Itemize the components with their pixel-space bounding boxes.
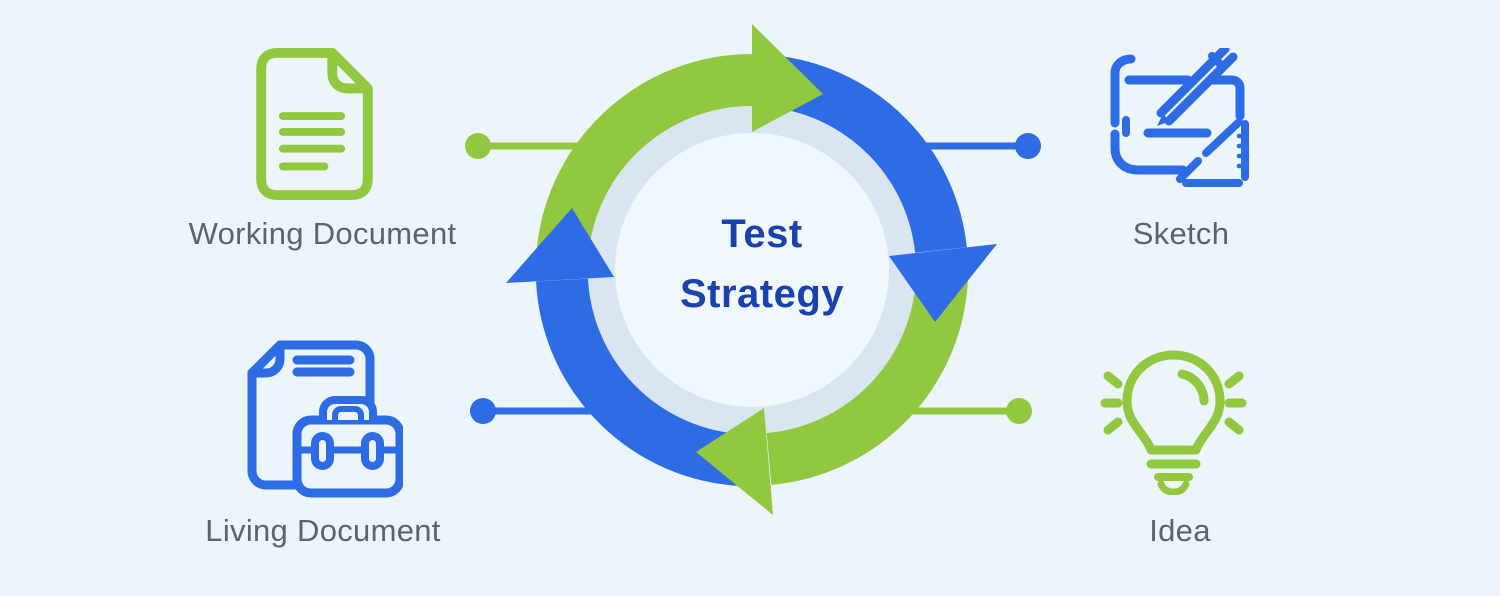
cycle-inner-circle xyxy=(615,133,889,407)
connector-dot-top-left xyxy=(465,133,491,159)
living-document-label: Living Document xyxy=(205,513,441,548)
idea-label: Idea xyxy=(1149,513,1211,548)
sketch-label: Sketch xyxy=(1132,216,1230,251)
center-title: Test Strategy xyxy=(602,204,922,324)
center-title-line-2: Strategy xyxy=(679,272,845,316)
cycle-arrowhead-bottom-green xyxy=(696,408,773,515)
connector-dot-top-right xyxy=(1015,133,1041,159)
cycle-arrowheads xyxy=(506,24,997,515)
center-title-line-1: Test xyxy=(721,212,803,256)
document-briefcase-icon xyxy=(247,340,403,498)
cycle-arrowhead-top-green xyxy=(752,24,823,132)
working-document-label: Working Document xyxy=(188,216,457,251)
lightbulb-icon xyxy=(1100,350,1247,495)
connector-dot-bottom-left xyxy=(470,398,496,424)
blueprint-pencil-icon xyxy=(1110,48,1250,187)
cycle-arrowhead-right-blue xyxy=(889,244,997,322)
cycle-arrowhead-left-blue xyxy=(506,208,614,283)
document-icon xyxy=(256,47,373,201)
connector-dot-bottom-right xyxy=(1006,398,1032,424)
